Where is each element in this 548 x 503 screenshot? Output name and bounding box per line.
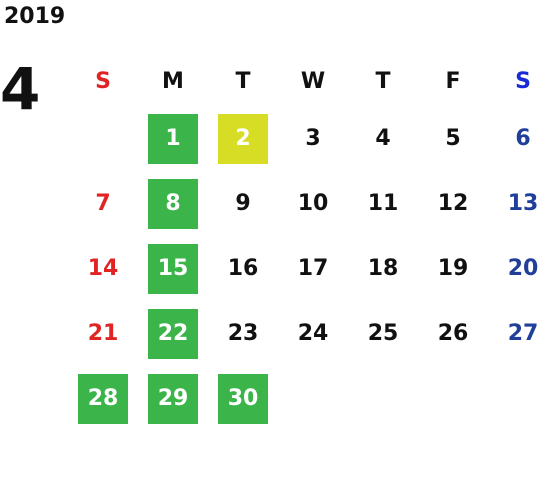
weekday-header-sun: S [95, 68, 111, 94]
day-cell[interactable]: 9 [235, 191, 251, 216]
day-number: 1 [148, 113, 198, 164]
calendar-grid: S M T W T F S 1 2 3 4 5 6 7 8 9 10 11 12… [68, 56, 548, 431]
weekday-header-wed: W [300, 68, 326, 94]
day-cell[interactable]: 14 [87, 256, 119, 281]
day-cell[interactable]: 16 [227, 256, 259, 281]
day-cell[interactable]: 26 [437, 321, 469, 346]
day-number: 2 [218, 113, 268, 164]
day-cell-empty [278, 366, 348, 431]
day-cell[interactable]: 29 [138, 366, 208, 431]
weekday-header-thu: T [375, 68, 391, 94]
day-cell-empty [68, 106, 138, 171]
day-cell[interactable]: 24 [297, 321, 329, 346]
day-cell[interactable]: 17 [297, 256, 329, 281]
weekday-header-tue: T [235, 68, 251, 94]
weekday-header-mon: M [162, 68, 184, 94]
day-number: 30 [218, 373, 268, 424]
day-number: 28 [78, 373, 128, 424]
day-cell[interactable]: 23 [227, 321, 259, 346]
day-cell[interactable]: 21 [87, 321, 119, 346]
day-cell[interactable]: 20 [507, 256, 539, 281]
day-cell[interactable]: 15 [138, 236, 208, 301]
day-cell[interactable]: 6 [515, 126, 531, 151]
day-cell[interactable]: 4 [375, 126, 391, 151]
day-cell[interactable]: 1 [138, 106, 208, 171]
day-cell[interactable]: 10 [297, 191, 329, 216]
day-cell[interactable]: 30 [208, 366, 278, 431]
month-label: 4 [0, 55, 41, 123]
day-number: 22 [148, 308, 198, 359]
day-cell[interactable]: 5 [445, 126, 461, 151]
day-number: 29 [148, 373, 198, 424]
day-number: 15 [148, 243, 198, 294]
day-cell-empty [348, 366, 418, 431]
day-cell-empty [418, 366, 488, 431]
day-cell[interactable]: 18 [367, 256, 399, 281]
weekday-header-sat: S [515, 68, 531, 94]
day-cell[interactable]: 3 [305, 126, 321, 151]
weekday-header-fri: F [445, 68, 461, 94]
day-cell-empty [488, 366, 548, 431]
day-cell[interactable]: 7 [95, 191, 111, 216]
day-cell[interactable]: 2 [208, 106, 278, 171]
day-cell[interactable]: 12 [437, 191, 469, 216]
year-label: 2019 [4, 4, 66, 29]
day-cell[interactable]: 25 [367, 321, 399, 346]
day-cell[interactable]: 11 [367, 191, 399, 216]
day-number: 8 [148, 178, 198, 229]
day-cell[interactable]: 28 [68, 366, 138, 431]
day-cell[interactable]: 19 [437, 256, 469, 281]
day-cell[interactable]: 13 [507, 191, 539, 216]
day-cell[interactable]: 22 [138, 301, 208, 366]
day-cell[interactable]: 8 [138, 171, 208, 236]
day-cell[interactable]: 27 [507, 321, 539, 346]
